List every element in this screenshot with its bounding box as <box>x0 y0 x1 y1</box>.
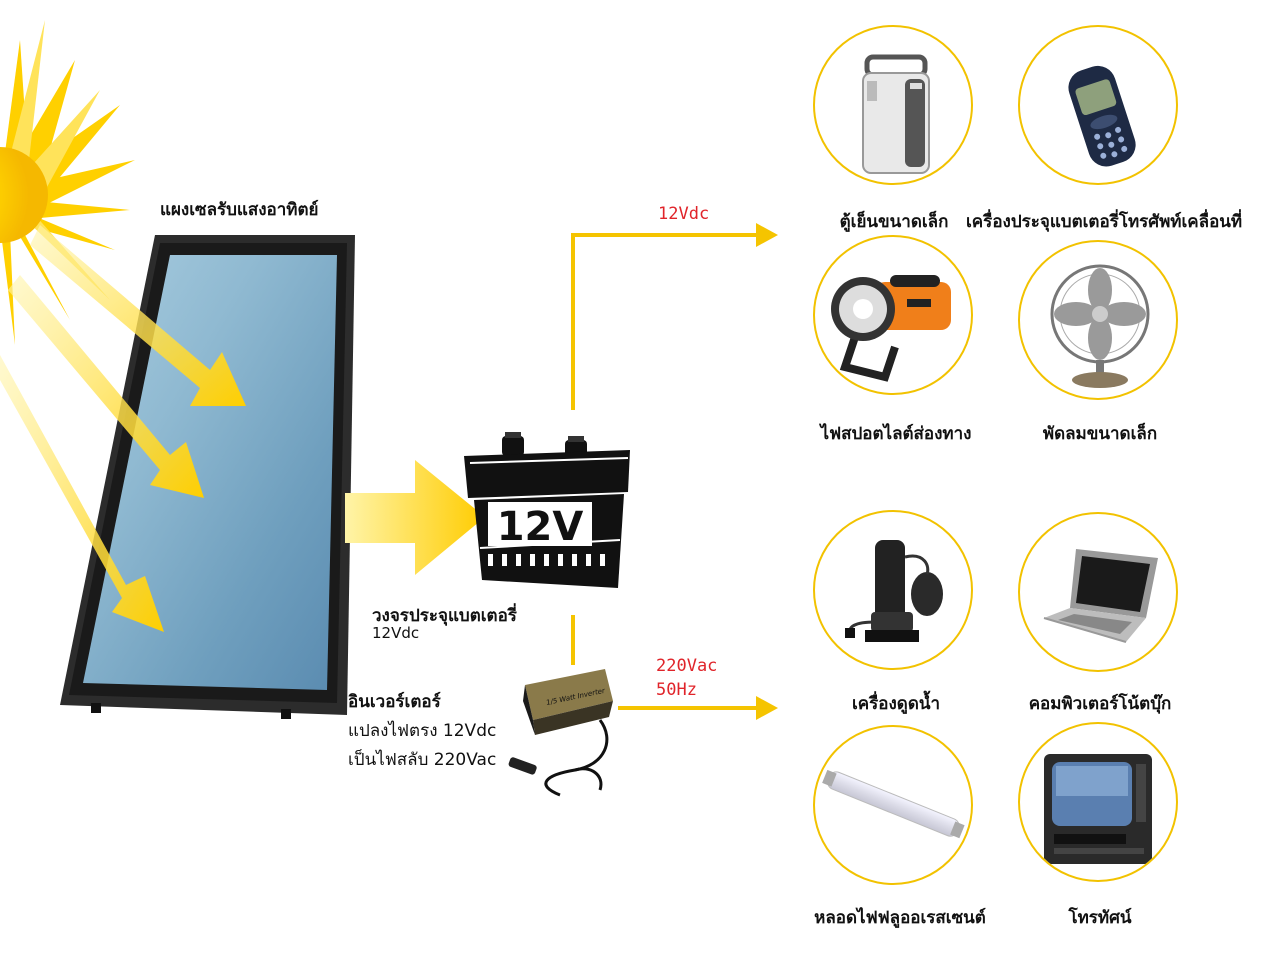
sunbeam-arrows <box>0 225 246 632</box>
dc-device-mobile-phone <box>1018 25 1178 185</box>
dc-device-label-3: พัดลมขนาดเล็ก <box>1042 424 1158 444</box>
dc-output-label: 12Vdc <box>658 204 710 224</box>
ac-device-label-3: โทรทัศน์ <box>1068 908 1132 928</box>
mobile-phone-icon <box>1068 65 1136 167</box>
charger-label: วงจรประจุแบตเตอรี่ <box>372 606 517 626</box>
ac-device-label-2: หลอดไฟฟลูออเรสเซนต์ <box>814 908 986 928</box>
ac-device-water-pump <box>813 510 973 670</box>
charge-arrow <box>345 460 485 575</box>
fan-icon <box>1050 264 1150 388</box>
television-icon <box>1044 754 1152 864</box>
ac-device-label-0: เครื่องดูดน้ำ <box>851 694 941 714</box>
dc-device-label-1: เครื่องประจุแบตเตอรี่โทรศัพท์เคลื่อนที่ <box>966 212 1243 232</box>
battery-icon: 12V <box>464 432 630 588</box>
inverter-label-line1: อินเวอร์เตอร์ <box>348 692 441 712</box>
solar-panel-label: แผงเซลรับแสงอาทิตย์ <box>160 200 319 220</box>
laptop-icon <box>1043 549 1158 643</box>
ac-device-laptop <box>1018 512 1178 672</box>
dc-device-mini-fridge <box>813 25 973 185</box>
ac-device-television <box>1018 722 1178 882</box>
ac-device-fluorescent-lamp <box>813 725 973 885</box>
dc-device-label-0: ตู้เย็นขนาดเล็ก <box>839 212 949 232</box>
dc-device-spotlight <box>813 235 973 395</box>
water-pump-icon <box>845 540 943 642</box>
solar-panel-icon <box>60 235 355 719</box>
ac-output-voltage: 220Vac <box>656 656 718 676</box>
ac-output-frequency: 50Hz <box>656 680 697 700</box>
fluorescent-lamp-icon <box>822 769 965 839</box>
dc-device-fan <box>1018 240 1178 400</box>
battery-voltage-text: 12V <box>497 504 584 550</box>
charger-voltage: 12Vdc <box>372 624 420 642</box>
ac-device-label-1: คอมพิวเตอร์โน้ตบุ๊ก <box>1028 694 1172 714</box>
inverter-label-line2: แปลงไฟตรง 12Vdc <box>348 721 497 741</box>
spotlight-icon <box>831 275 951 382</box>
mini-fridge-icon <box>862 54 930 174</box>
inverter-label-line3: เป็นไฟสลับ 220Vac <box>348 750 497 770</box>
inverter-icon: 1/5 Watt Inverter <box>508 669 613 797</box>
dc-device-label-2: ไฟสปอตไลต์ส่องทาง <box>820 424 972 444</box>
connection-lines <box>571 223 778 720</box>
